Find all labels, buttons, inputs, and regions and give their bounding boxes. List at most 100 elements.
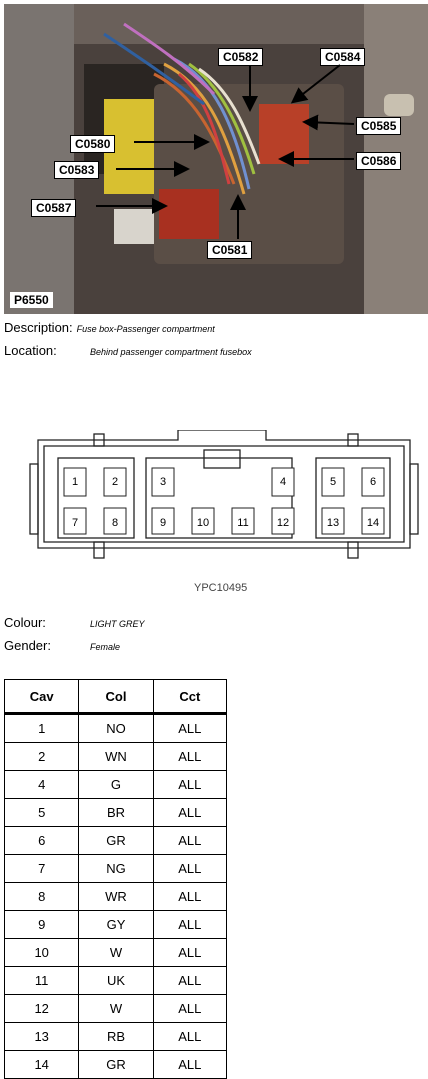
location-label: Location: xyxy=(4,343,57,358)
connector-location-photo: C0582 C0584 C0585 C0580 C0583 C0586 C058… xyxy=(4,4,428,314)
cell-cav: 1 xyxy=(3,713,80,743)
cell-col: NO xyxy=(78,713,154,743)
cell-col: GR xyxy=(78,826,154,855)
description-value: Fuse box-Passenger compartment xyxy=(76,324,215,334)
cavity-9 xyxy=(151,507,175,535)
cell-col: W xyxy=(78,994,154,1023)
cell-cct: ALL xyxy=(152,826,228,855)
cavity-10 xyxy=(191,507,215,535)
cell-cav: 10 xyxy=(3,938,80,967)
gender-label: Gender: xyxy=(4,638,51,653)
cell-cav: 5 xyxy=(3,798,80,827)
cell-cct: ALL xyxy=(152,713,228,743)
callout-c0584: C0584 xyxy=(320,48,366,66)
cell-cav: 14 xyxy=(3,1050,80,1079)
description-label: Description: xyxy=(4,320,73,335)
gender-value: Female xyxy=(90,642,121,652)
cell-cct: ALL xyxy=(152,742,228,771)
cavity-12 xyxy=(271,507,295,535)
callout-c0582: C0582 xyxy=(218,48,264,66)
cell-col: GY xyxy=(78,910,154,939)
cell-col: BR xyxy=(78,798,154,827)
connector-face-diagram: 1 2 3 4 5 6 7 8 9 10 11 12 13 14 xyxy=(29,430,419,559)
cavity-13 xyxy=(321,507,345,535)
pin-label-14: 14 xyxy=(367,517,379,529)
pin-label-7: 7 xyxy=(72,517,78,529)
pin-label-1: 1 xyxy=(72,476,78,488)
callout-c0586: C0586 xyxy=(356,152,402,170)
cell-cav: 8 xyxy=(3,882,80,911)
cell-col: G xyxy=(78,770,154,799)
colour-value: LIGHT GREY xyxy=(90,619,145,629)
colour-row: Colour: LIGHT GREY xyxy=(4,615,145,632)
cavity-3 xyxy=(151,467,175,497)
pin-label-4: 4 xyxy=(280,476,286,488)
cell-cct: ALL xyxy=(152,994,228,1023)
callout-c0587: C0587 xyxy=(31,199,77,217)
cell-col: WR xyxy=(78,882,154,911)
cavity-2 xyxy=(103,467,127,497)
cell-cav: 9 xyxy=(3,910,80,939)
pin-label-6: 6 xyxy=(370,476,376,488)
cavity-4 xyxy=(271,467,295,497)
cell-cct: ALL xyxy=(152,882,228,911)
cell-cav: 11 xyxy=(3,966,80,995)
cell-col: NG xyxy=(78,854,154,883)
cell-cav: 6 xyxy=(3,826,80,855)
pin-label-2: 2 xyxy=(112,476,118,488)
pin-label-10: 10 xyxy=(197,517,209,529)
cell-col: GR xyxy=(78,1050,154,1079)
callout-c0581: C0581 xyxy=(207,241,253,259)
cavity-5 xyxy=(321,467,345,497)
header-cav: Cav xyxy=(3,679,80,715)
cell-col: W xyxy=(78,938,154,967)
cavity-11 xyxy=(231,507,255,535)
callout-c0585: C0585 xyxy=(356,117,402,135)
header-cct: Cct xyxy=(152,679,228,715)
colour-label: Colour: xyxy=(4,615,46,630)
cell-cct: ALL xyxy=(152,1050,228,1079)
pin-label-8: 8 xyxy=(112,517,118,529)
cell-cav: 7 xyxy=(3,854,80,883)
callout-c0583: C0583 xyxy=(54,161,100,179)
cell-col: RB xyxy=(78,1022,154,1051)
pin-label-9: 9 xyxy=(160,517,166,529)
cavity-1 xyxy=(63,467,87,497)
cell-cav: 12 xyxy=(3,994,80,1023)
header-col: Col xyxy=(78,679,154,715)
cavity-8 xyxy=(103,507,127,535)
cell-cct: ALL xyxy=(152,910,228,939)
location-value: Behind passenger compartment fusebox xyxy=(90,347,252,357)
cell-cav: 2 xyxy=(3,742,80,771)
location-row: Location: Behind passenger compartment fu… xyxy=(4,343,252,360)
cell-cav: 13 xyxy=(3,1022,80,1051)
cell-cct: ALL xyxy=(152,854,228,883)
pin-label-5: 5 xyxy=(330,476,336,488)
pin-label-13: 13 xyxy=(327,517,339,529)
gender-row: Gender: Female xyxy=(4,638,120,655)
cell-cct: ALL xyxy=(152,798,228,827)
cell-cct: ALL xyxy=(152,938,228,967)
cell-col: UK xyxy=(78,966,154,995)
cavity-6 xyxy=(361,467,385,497)
pin-label-11: 11 xyxy=(237,517,248,529)
callout-c0580: C0580 xyxy=(70,135,116,153)
pin-label-3: 3 xyxy=(160,476,166,488)
cell-cct: ALL xyxy=(152,1022,228,1051)
cell-cav: 4 xyxy=(3,770,80,799)
cell-cct: ALL xyxy=(152,966,228,995)
description-row: Description:Fuse box-Passenger compartme… xyxy=(4,320,215,337)
table-header-row: Cav Col Cct xyxy=(3,679,228,715)
